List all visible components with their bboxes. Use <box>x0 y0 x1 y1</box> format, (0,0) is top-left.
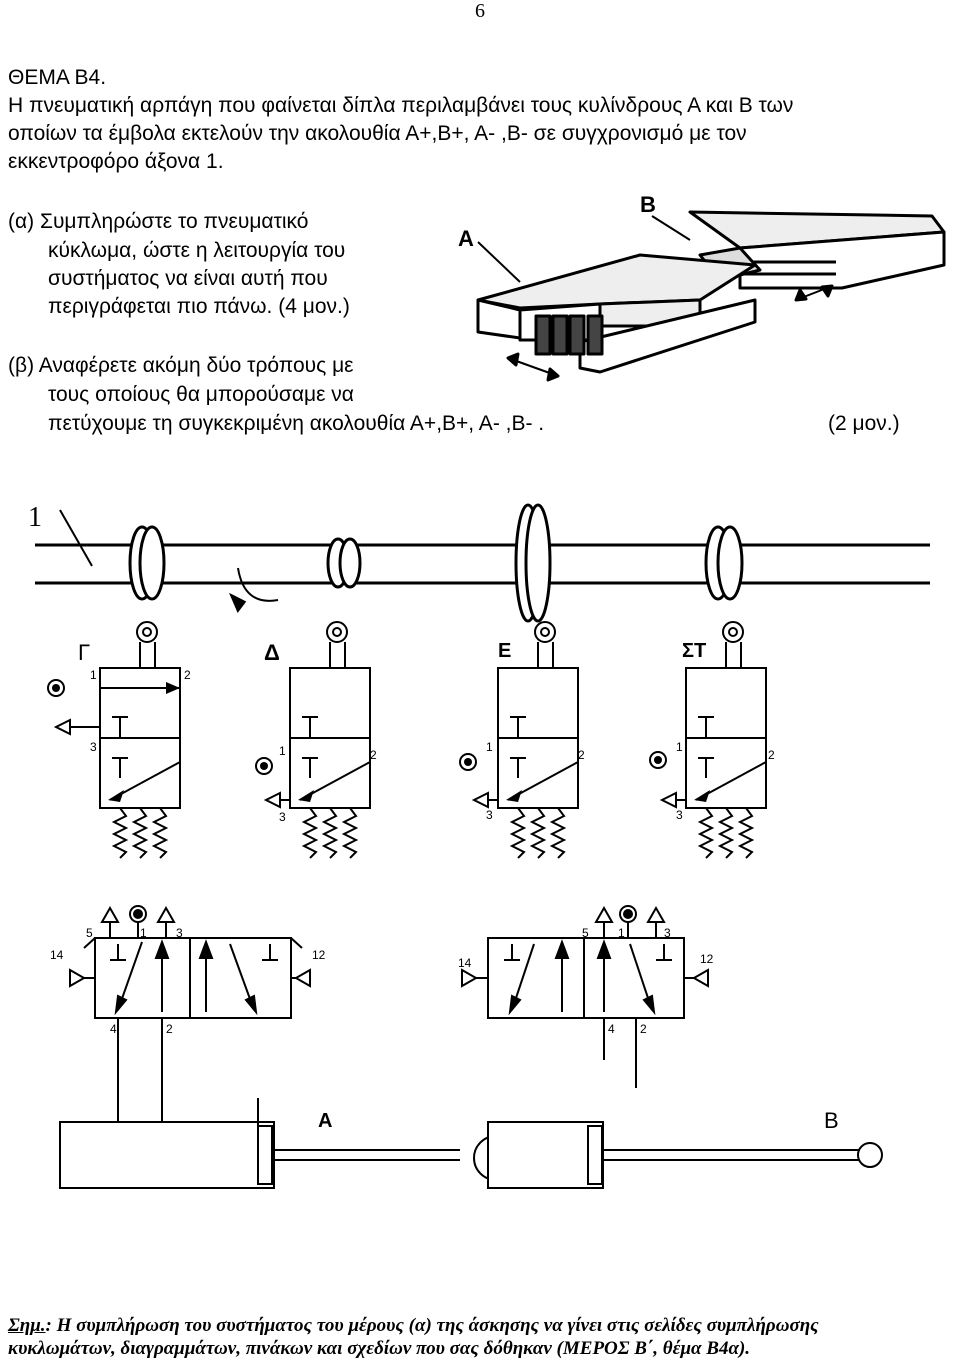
question-b-line: τους οποίους θα μπορούσαμε να <box>48 383 354 406</box>
port-number: 3 <box>664 926 671 940</box>
shaft-label: 1 <box>28 502 42 533</box>
note-line-2: κυκλωμάτων, διαγραμμάτων, πινάκων και σχ… <box>8 1338 751 1359</box>
port-number: 14 <box>50 948 64 962</box>
question-b-line: (β) Αναφέρετε ακόμη δύο τρόπους με <box>8 354 354 377</box>
port-number: 12 <box>700 952 714 966</box>
port-number: 3 <box>176 926 183 940</box>
port-number: 4 <box>110 1022 117 1036</box>
port-number: 3 <box>486 808 493 822</box>
port-number: 2 <box>370 748 377 762</box>
port-number: 2 <box>578 748 585 762</box>
section-heading: ΘΕΜΑ Β4. <box>8 66 107 89</box>
port-number: 4 <box>608 1022 615 1036</box>
valve-label-epsilon: Ε <box>498 640 512 662</box>
port-number: 2 <box>184 668 191 682</box>
question-a-line: περιγράφεται πιο πάνω. (4 μον.) <box>48 295 350 318</box>
port-number: 14 <box>458 956 472 970</box>
port-number: 3 <box>90 740 97 754</box>
port-number: 2 <box>768 748 775 762</box>
port-number: 2 <box>166 1022 173 1036</box>
valve-label-delta: Δ <box>264 640 280 665</box>
question-b-marks: (2 μον.) <box>828 412 900 435</box>
note-label: Σημ. <box>8 1315 46 1336</box>
intro-line: εκκεντροφόρο άξονα 1. <box>8 150 224 173</box>
page-number: 6 <box>475 0 485 22</box>
port-number: 12 <box>312 948 326 962</box>
valve-label-st: ΣΤ <box>682 640 707 662</box>
intro-line: Η πνευματική αρπάγη που φαίνεται δίπλα π… <box>8 94 794 117</box>
intro-line: οποίων τα έμβολα εκτελούν την ακολουθία … <box>8 122 747 145</box>
port-number: 1 <box>486 740 493 754</box>
note-text: : Η συμπλήρωση του συστήματος του μέρους… <box>45 1315 819 1336</box>
port-number: 2 <box>640 1022 647 1036</box>
port-number: 1 <box>618 926 625 940</box>
cylinder-label-a: A <box>318 1110 333 1132</box>
port-number: 5 <box>582 926 589 940</box>
note-line-1: Σημ.: Η συμπλήρωση του συστήματος του μέ… <box>8 1315 819 1337</box>
port-number: 1 <box>140 926 147 940</box>
port-number: 1 <box>279 744 286 758</box>
port-number: 5 <box>86 926 93 940</box>
port-number: 3 <box>676 808 683 822</box>
gripper-label-a: A <box>458 226 474 251</box>
question-b-line: πετύχουμε τη συγκεκριμένη ακολουθία Α+,Β… <box>48 412 545 435</box>
question-a-line: συστήματος να είναι αυτή που <box>48 267 328 290</box>
question-a-line: κύκλωμα, ώστε η λειτουργία του <box>48 239 346 262</box>
cylinder-label-b: B <box>824 1108 839 1133</box>
question-a-line: (α) Συμπληρώστε το πνευματικό <box>8 210 309 233</box>
port-number: 1 <box>90 668 97 682</box>
gripper-label-b: B <box>640 192 656 217</box>
port-number: 3 <box>279 810 286 824</box>
port-number: 1 <box>676 740 683 754</box>
valve-label-gamma: Γ <box>78 640 91 665</box>
